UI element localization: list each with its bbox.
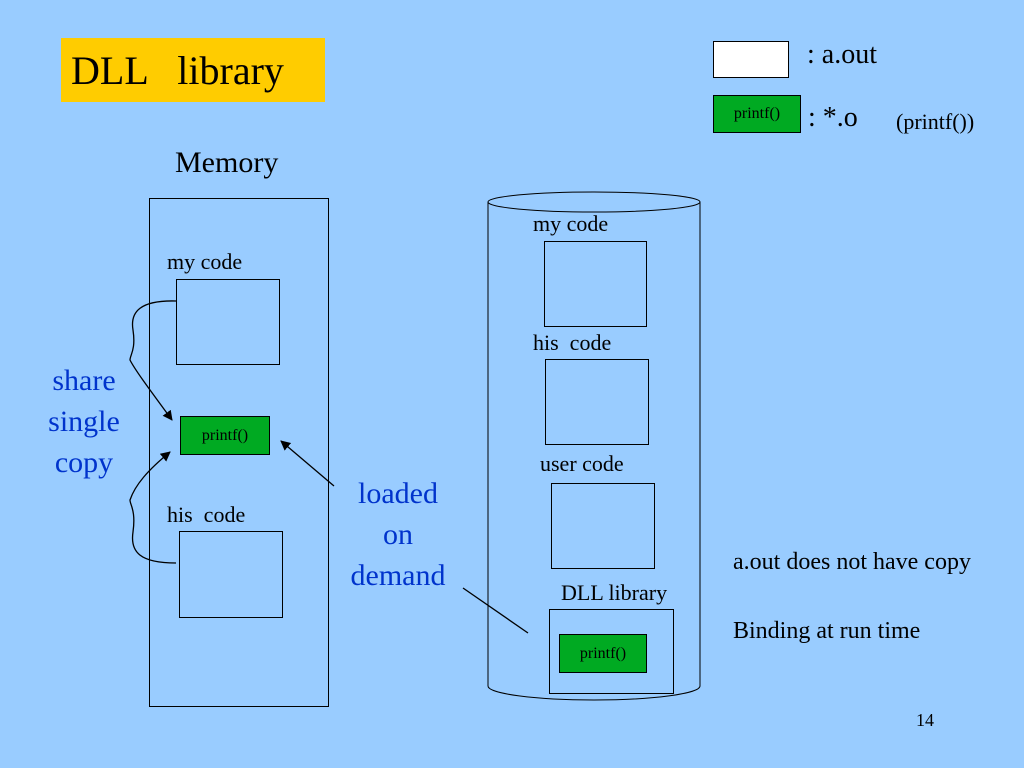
page-number: 14: [916, 710, 934, 730]
loaded-on-demand-label: loaded on demand: [338, 473, 458, 596]
share-label-line-3: copy: [54, 446, 114, 479]
disk-his-code-label: his code: [533, 330, 612, 355]
disk-my-code-box: [544, 241, 647, 327]
slide-title: DLL library: [71, 47, 284, 93]
note-no-copy: a.out does not have copy: [733, 549, 971, 575]
disk-printf-box: printf(): [559, 634, 647, 673]
disk-my-code-label: my code: [533, 211, 609, 236]
legend-object-label: : *.o: [808, 102, 858, 133]
disk-his-code-box: [545, 359, 649, 445]
loaded-label-line-1: loaded: [358, 477, 438, 510]
loaded-connector: [462, 587, 529, 634]
memory-my-code-label: my code: [167, 249, 243, 274]
slide-title-box: DLL library: [61, 38, 325, 102]
loaded-arrow: [280, 440, 335, 487]
share-label-line-2: single: [48, 405, 120, 438]
legend-object-box: printf(): [713, 95, 801, 133]
memory-my-code-box: [176, 279, 280, 365]
memory-his-code-label: his code: [167, 502, 246, 527]
memory-panel: [149, 198, 329, 707]
disk-cylinder: [487, 191, 701, 701]
memory-printf-box: printf(): [180, 416, 270, 455]
share-arrow-bottom: [129, 451, 177, 564]
share-single-copy-label: share single copy: [36, 360, 132, 483]
disk-dll-library-box: [549, 609, 674, 694]
share-label-line-1: share: [52, 364, 116, 397]
share-arrow-top: [129, 300, 177, 421]
memory-his-code-box: [179, 531, 283, 618]
legend-aout-label: : a.out: [807, 39, 877, 70]
disk-dll-library-label: DLL library: [561, 580, 668, 605]
legend-object-note: (printf()): [896, 109, 975, 134]
disk-user-code-label: user code: [540, 451, 624, 476]
note-binding: Binding at run time: [733, 618, 921, 644]
legend-aout-box: [713, 41, 789, 78]
loaded-label-line-2: on: [383, 518, 413, 551]
loaded-label-line-3: demand: [350, 559, 446, 592]
disk-user-code-box: [551, 483, 655, 569]
memory-heading: Memory: [175, 146, 279, 179]
